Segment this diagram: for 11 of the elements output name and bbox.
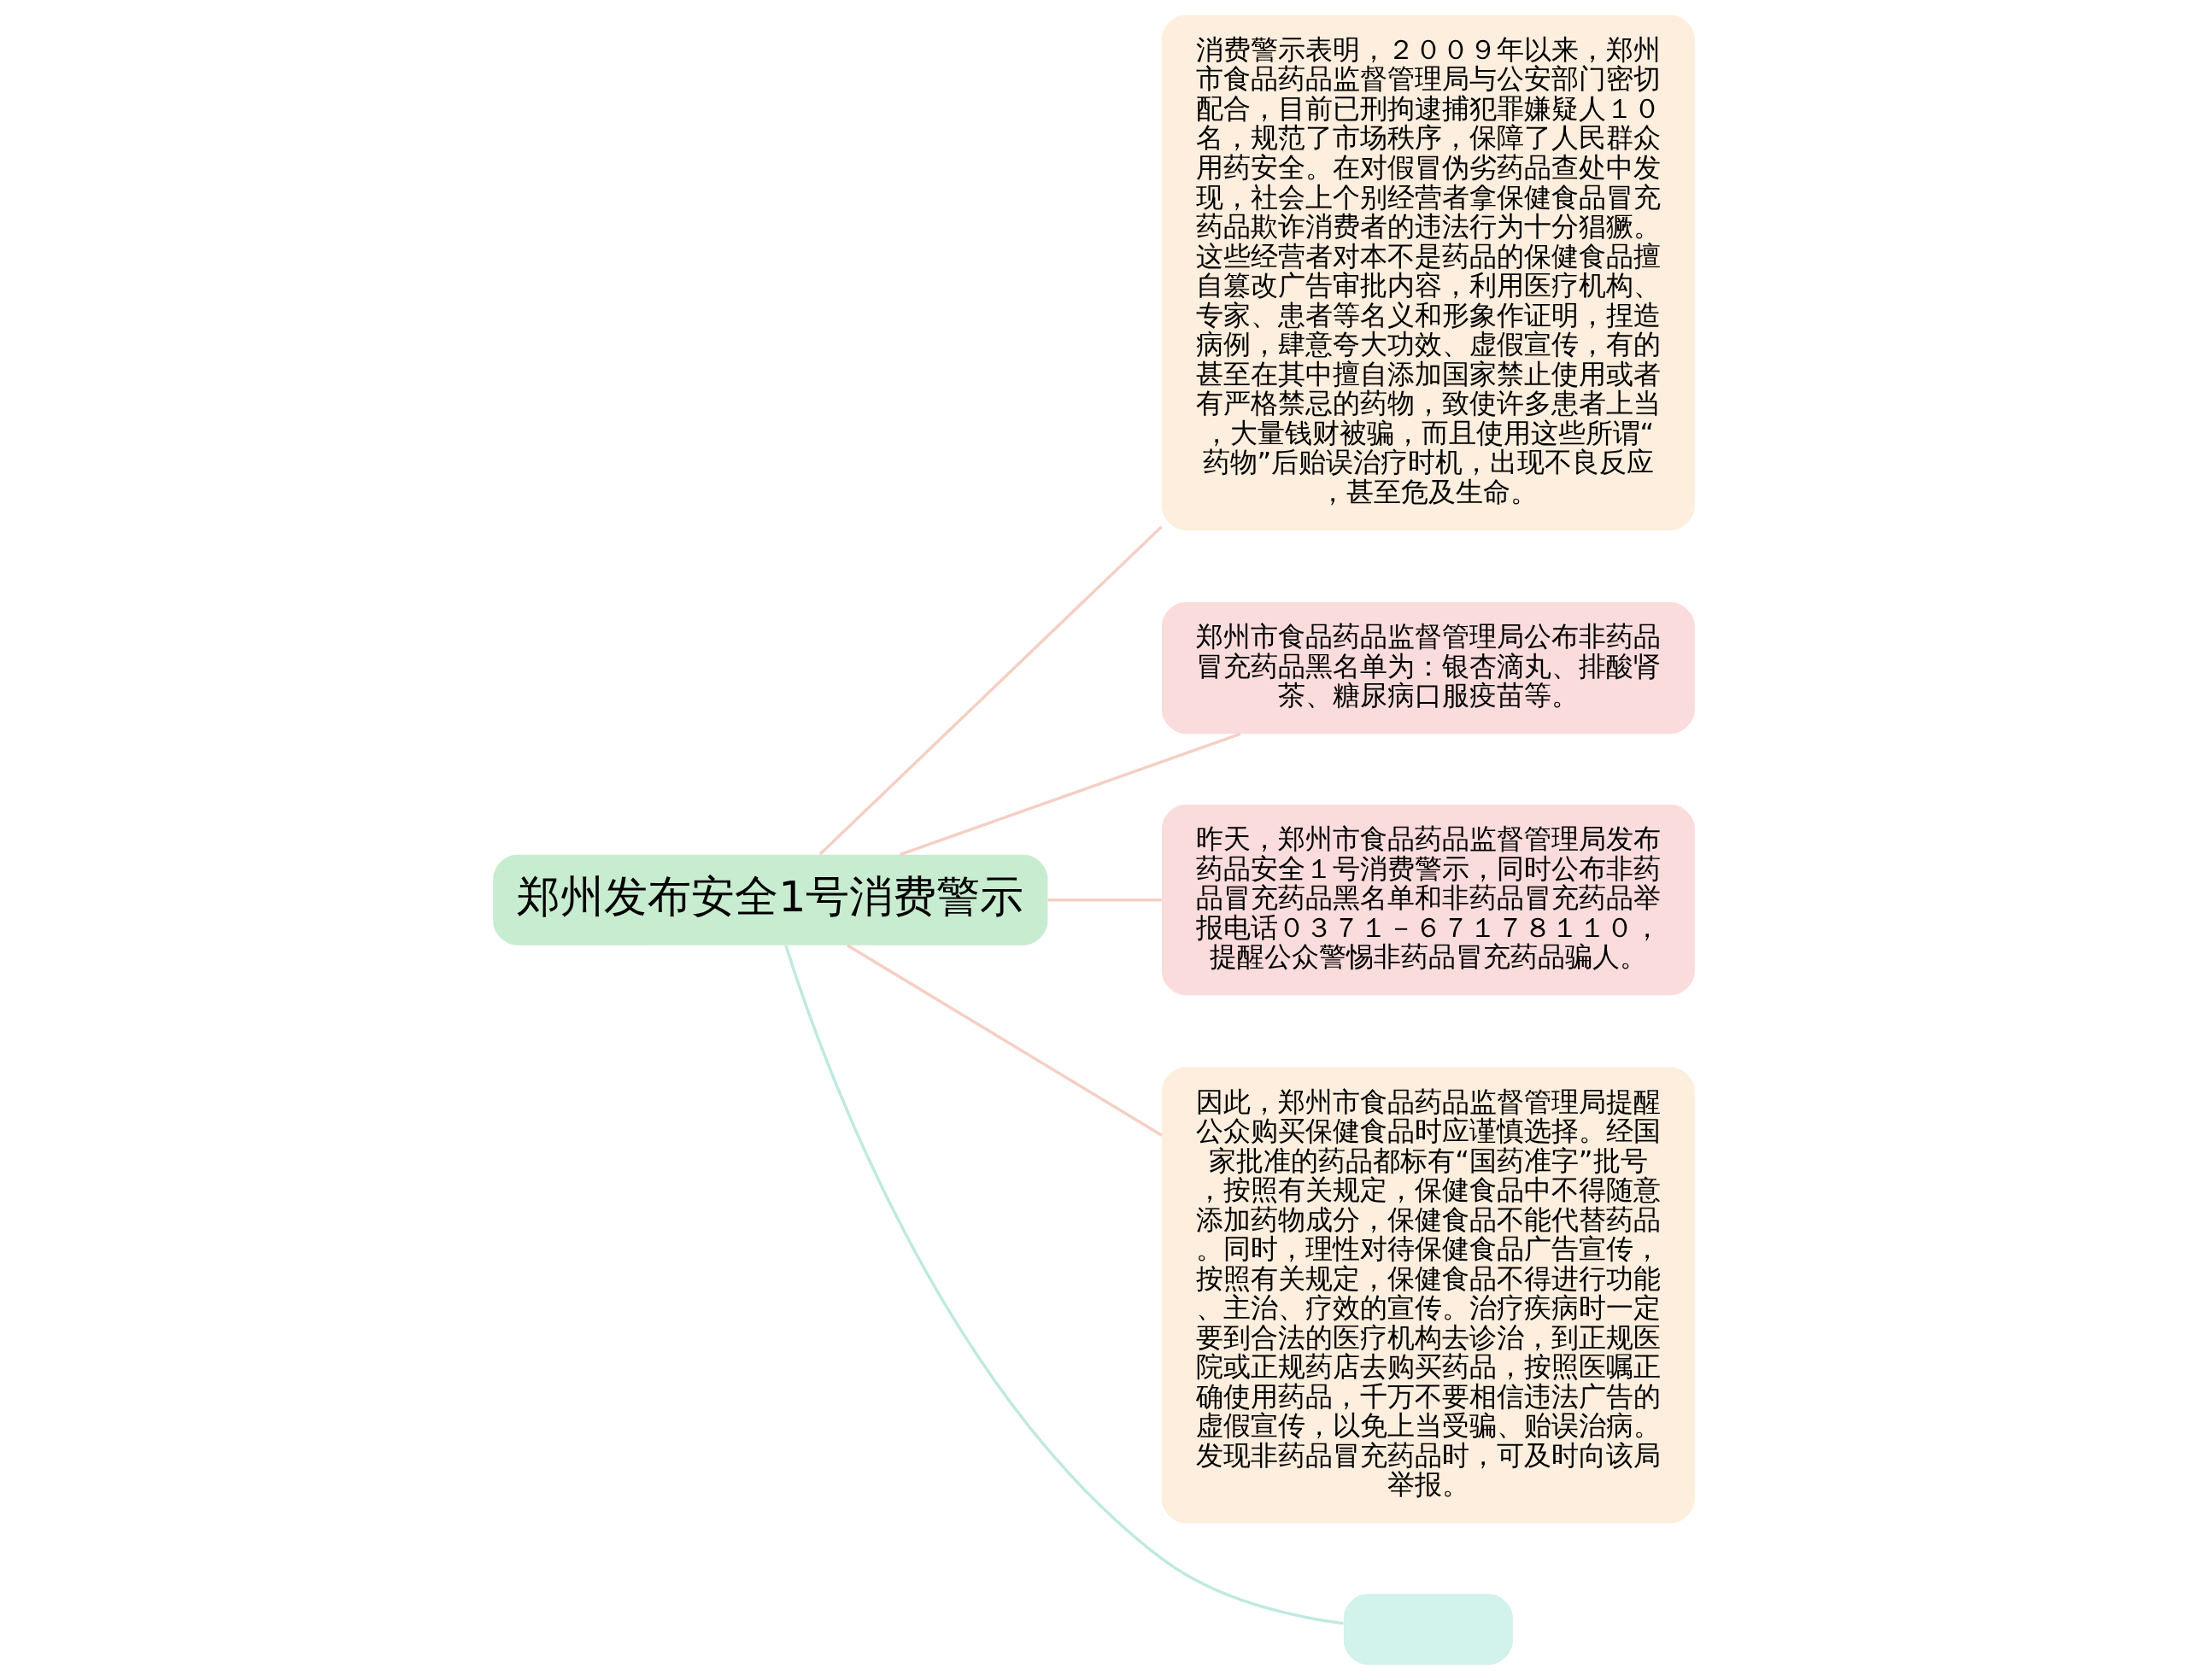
node-box: 郑州发布安全1号消费警示 [492, 854, 1047, 945]
connector [818, 525, 1163, 856]
connector [899, 732, 1240, 857]
connector [783, 945, 1344, 1625]
node-box: 因此，郑州市食品药品监督管理局提醒公众购买保健食品时应谨慎选择。经国家批准的药品都标有“国药准字”批号，按照有关规定，保健食品中不得随意添加药物成分，保健食品不能代替药品。同时，理性对待保健食品广告宣传，按照有关规定，保健食品不得进行功能、主治、疗效的宣传。治疗疾病时一定要到合法的医疗机构去诊治，到正规医院或正规药店去购买药品，按照医嘱正确使用药品，千万不要相信违法广告的虚假宣传，以免上当受骗、贻误治病。发现非药品冒充药品时，可及时向该局举报。 [1161, 1067, 1695, 1524]
connector [1047, 899, 1162, 902]
node-box: 昨天，郑州市食品药品监督管理局发布药品安全１号消费警示，同时公布非药品冒充药品黑名单和非药品冒充药品举报电话０３７１－６７１７８１１０，提醒公众警惕非药品冒充药品骗人。 [1161, 805, 1695, 996]
connector [846, 944, 1163, 1137]
node-box: 郑州市食品药品监督管理局公布非药品冒充药品黑名单为：银杏滴丸、排酸肾茶、糖尿病口服疫苗等。 [1161, 601, 1695, 735]
node-box [1343, 1594, 1513, 1665]
node-box: 消费警示表明，２００９年以来，郑州市食品药品监督管理局与公安部门密切配合，目前已刑拘逮捕犯罪嫌疑人１０名，规范了市场秩序，保障了人民群众用药安全。在对假冒伪劣药品查处中发现，社会上个别经营者拿保健食品冒充药品欺诈消费者的违法行为十分猖獗。这些经营者对本不是药品的保健食品擅自篡改广告审批内容，利用医疗机构、专家、患者等名义和形象作证明，捏造病例，肆意夸大功效、虚假宣传，有的甚至在其中擅自添加国家禁止使用或者有严格禁忌的药物，致使许多患者上当，大量钱财被骗，而且使用这些所谓“药物”后贻误治疗时机，出现不良反应，甚至危及生命。 [1161, 15, 1695, 530]
